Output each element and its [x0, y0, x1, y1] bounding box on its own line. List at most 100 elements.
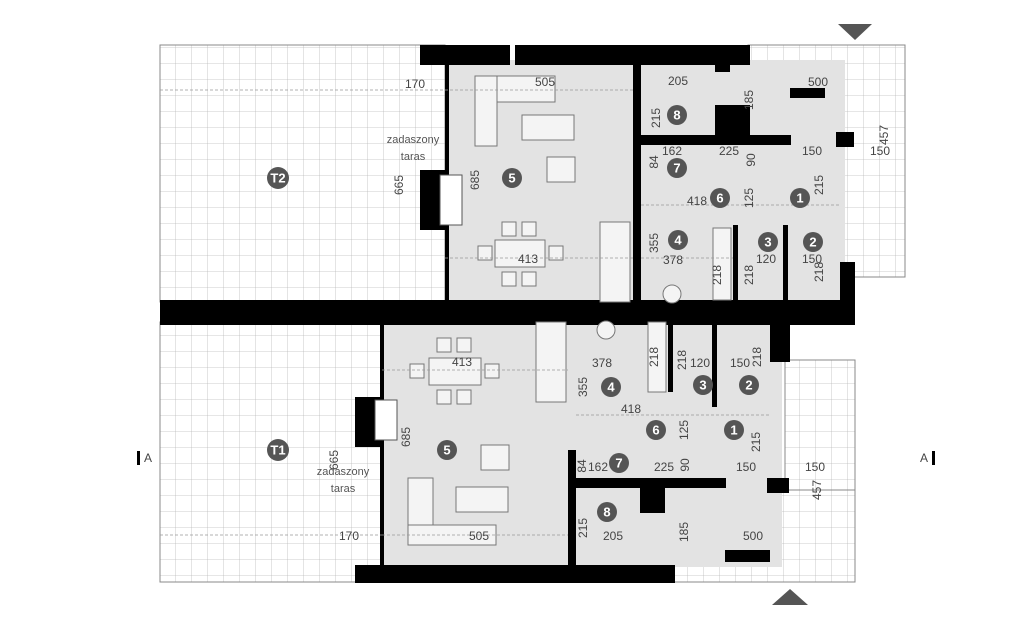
- svg-text:5: 5: [508, 171, 515, 186]
- room-badge: 5: [502, 168, 522, 188]
- room-badge: 1: [724, 420, 744, 440]
- dim-label: 505: [469, 529, 489, 543]
- svg-text:4: 4: [674, 233, 682, 248]
- svg-text:A: A: [144, 451, 152, 465]
- dim-label: 170: [339, 529, 359, 543]
- dim-label: 150: [736, 460, 756, 474]
- dim-label: 215: [576, 518, 590, 538]
- svg-text:2: 2: [745, 378, 752, 393]
- terrace-label: zadaszony: [317, 466, 370, 478]
- dim-label: 120: [690, 356, 710, 370]
- entrance-arrow-icon: [838, 24, 872, 40]
- terrace-grid-t2: [159, 44, 446, 303]
- terrace-label: zadaszony: [387, 134, 440, 146]
- dim-label: 685: [468, 170, 482, 190]
- dim-label: 218: [812, 262, 826, 282]
- dim-label: 125: [742, 188, 756, 208]
- dim-label: 218: [750, 347, 764, 367]
- dim-label: 457: [810, 480, 824, 500]
- dim-label: 378: [663, 253, 683, 267]
- room-badge: 4: [668, 230, 688, 250]
- dim-label: 185: [742, 90, 756, 110]
- room-badge: 3: [693, 375, 713, 395]
- room-badge: 2: [739, 375, 759, 395]
- dim-label: 500: [808, 75, 828, 89]
- dim-label: 170: [405, 77, 425, 91]
- room-badge: 3: [758, 232, 778, 252]
- dim-label: 355: [647, 233, 661, 253]
- upper-dimensions: 170 505 205 185 500 457 150 150 215 162 …: [387, 74, 891, 285]
- room-badge: 8: [667, 105, 687, 125]
- dim-label: 218: [742, 265, 756, 285]
- dim-label: 215: [649, 108, 663, 128]
- terrace-badge: T1: [267, 439, 289, 461]
- room-badge: 6: [710, 188, 730, 208]
- room-badge: 4: [601, 377, 621, 397]
- terrace-label: taras: [401, 151, 426, 163]
- lower-dimensions: 413 378 218 218 120 150 218 355 418 125 …: [317, 347, 826, 544]
- dim-label: 205: [668, 74, 688, 88]
- fireplace-lower: [374, 399, 398, 441]
- dim-label: 665: [327, 450, 341, 470]
- section-marker-right: A: [920, 451, 935, 465]
- svg-text:T2: T2: [270, 171, 285, 186]
- dim-label: 685: [399, 427, 413, 447]
- furniture-lower: [407, 320, 667, 546]
- room-badge: 8: [597, 502, 617, 522]
- dim-label: 90: [744, 153, 758, 167]
- dim-label: 162: [662, 144, 682, 158]
- dim-label: 205: [603, 529, 623, 543]
- svg-text:2: 2: [809, 235, 816, 250]
- svg-text:3: 3: [764, 235, 771, 250]
- section-marker-left: A: [137, 451, 152, 465]
- svg-text:A: A: [920, 451, 928, 465]
- dim-label: 218: [710, 265, 724, 285]
- lower-rooms: 4 3 2 1 6 5 7 8 T1: [267, 375, 759, 522]
- room-badge: 1: [790, 188, 810, 208]
- dim-label: 84: [575, 459, 589, 473]
- dim-label: 413: [518, 252, 538, 266]
- dim-label: 150: [870, 144, 890, 158]
- dim-label: 120: [756, 252, 776, 266]
- dim-label: 150: [802, 252, 822, 266]
- entrance-arrow-icon: [772, 589, 808, 605]
- dim-label: 215: [812, 175, 826, 195]
- dim-label: 355: [576, 377, 590, 397]
- dim-label: 215: [749, 432, 763, 452]
- terrace-badge: T2: [267, 167, 289, 189]
- svg-text:8: 8: [603, 505, 610, 520]
- dim-label: 185: [677, 522, 691, 542]
- room-badge: 2: [803, 232, 823, 252]
- room-badge: 5: [437, 440, 457, 460]
- dim-label: 500: [743, 529, 763, 543]
- svg-text:5: 5: [443, 443, 450, 458]
- svg-text:3: 3: [699, 378, 706, 393]
- svg-text:6: 6: [716, 191, 723, 206]
- svg-text:7: 7: [673, 161, 680, 176]
- room-badge: 7: [667, 158, 687, 178]
- dim-label: 225: [654, 460, 674, 474]
- svg-text:1: 1: [730, 423, 737, 438]
- dim-label: 90: [678, 458, 692, 472]
- upper-rooms: 8 7 6 5 1 4 3 2 T2: [267, 105, 823, 252]
- dim-label: 150: [802, 144, 822, 158]
- svg-text:6: 6: [652, 423, 659, 438]
- dim-label: 413: [452, 355, 472, 369]
- room-badge: 6: [646, 420, 666, 440]
- fireplace-upper: [439, 174, 463, 226]
- dim-label: 225: [719, 144, 739, 158]
- dim-label: 162: [588, 460, 608, 474]
- dim-label: 457: [877, 125, 891, 145]
- dim-label: 218: [675, 350, 689, 370]
- dim-label: 218: [647, 347, 661, 367]
- furniture-upper: [474, 75, 732, 304]
- svg-text:8: 8: [673, 108, 680, 123]
- dim-label: 665: [392, 175, 406, 195]
- terrace-label: taras: [331, 483, 356, 495]
- dim-label: 150: [730, 356, 750, 370]
- dimension-lines: [160, 89, 840, 536]
- dim-label: 125: [677, 420, 691, 440]
- dim-label: 84: [647, 155, 661, 169]
- dim-label: 505: [535, 75, 555, 89]
